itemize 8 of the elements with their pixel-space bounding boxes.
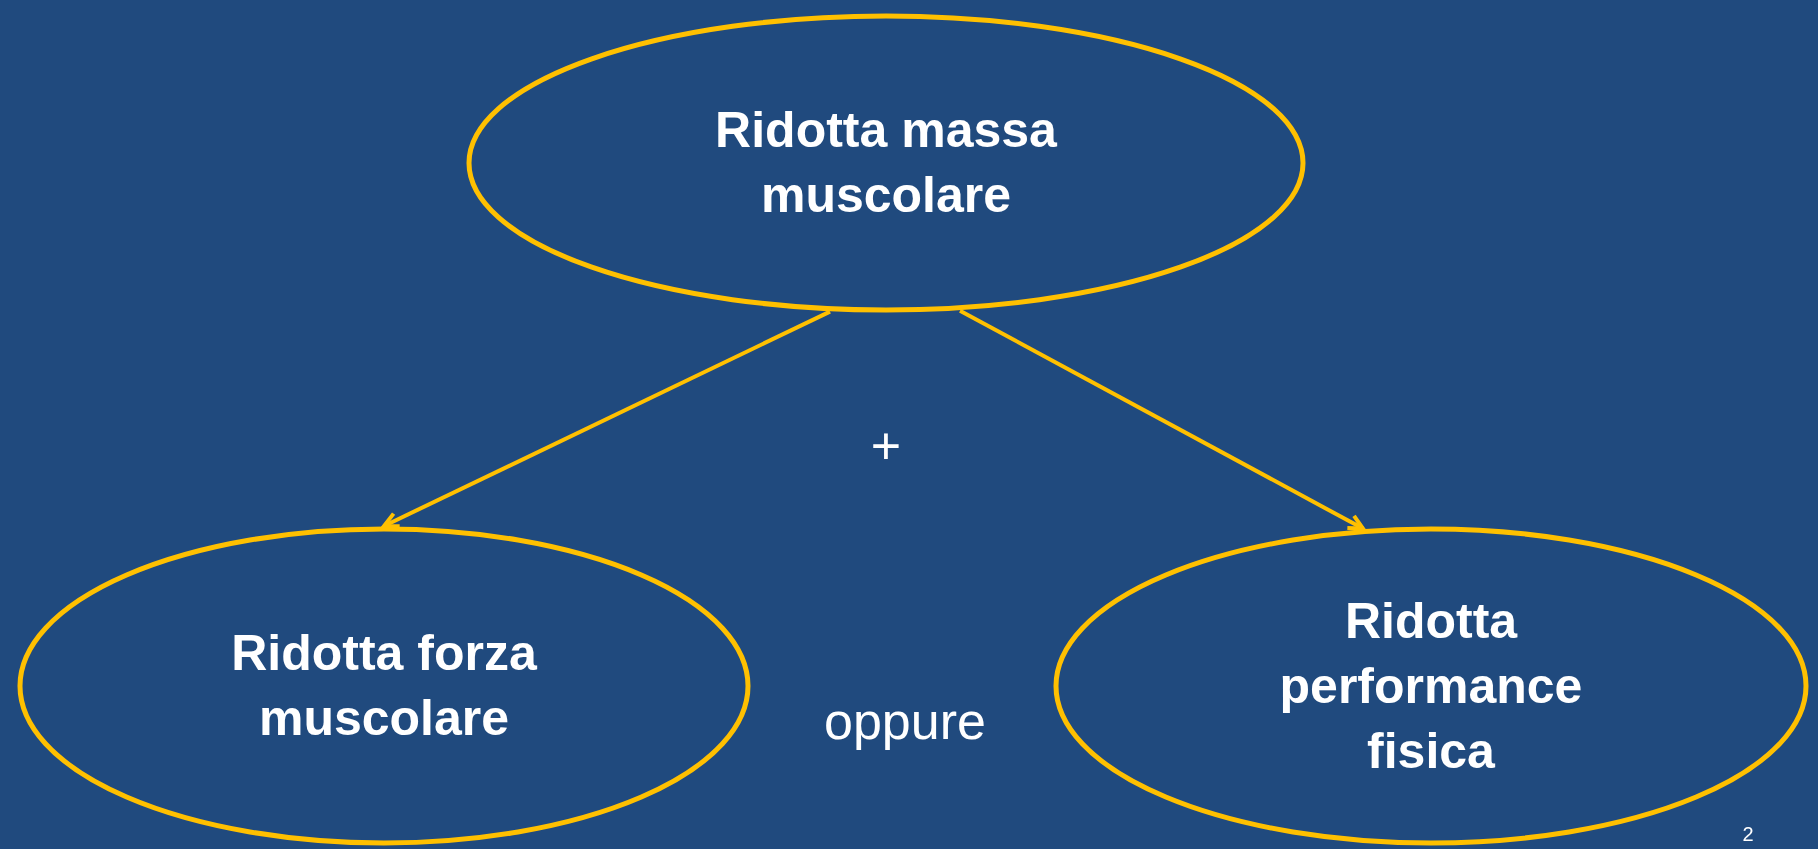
node-label: Ridotta forza muscolare	[230, 624, 538, 748]
node-label: Ridotta massa muscolare	[714, 101, 1058, 225]
arrow	[959, 308, 1365, 531]
page-number: 2	[1742, 822, 1754, 846]
plus-sign: +	[870, 416, 902, 476]
node-label: Ridotta performance fisica	[1278, 591, 1584, 781]
connector-word: oppure	[824, 691, 986, 751]
arrow	[382, 309, 831, 529]
